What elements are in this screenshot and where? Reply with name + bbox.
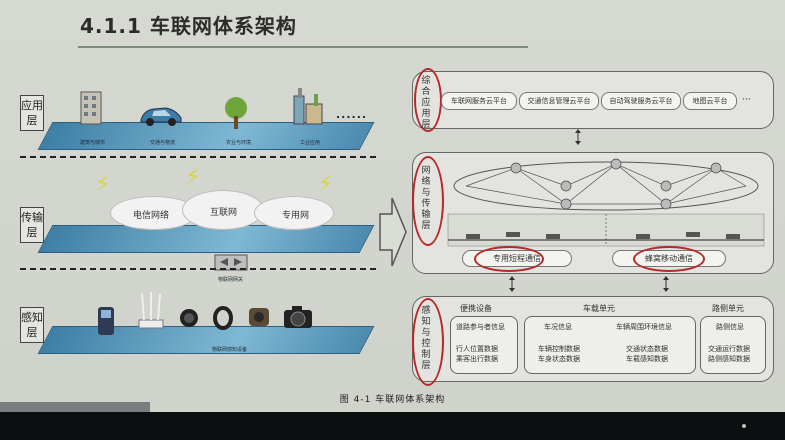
sensing-layer-label: 感知与控制层 bbox=[420, 306, 432, 372]
group-title-obu: 车载单元 bbox=[583, 304, 615, 314]
layer-label-application: 应用层 bbox=[20, 95, 44, 131]
layer-divider-2 bbox=[20, 268, 376, 270]
group-env-sub: 车辆周围环境信息 bbox=[616, 322, 672, 332]
cloud-label-telecom: 电信网络 bbox=[133, 208, 169, 221]
cellular-highlight bbox=[633, 246, 705, 272]
double-arrow-icon bbox=[572, 128, 584, 146]
service-map-cloud: 地图云平台 bbox=[683, 92, 737, 110]
group-vehicle-line2: 车身状态数据 bbox=[538, 354, 580, 364]
service-more: ··· bbox=[742, 95, 751, 105]
group-rsu-sub: 路侧信息 bbox=[716, 322, 744, 332]
smartwatch-icon bbox=[178, 306, 200, 330]
footer-dot bbox=[742, 424, 746, 428]
group-title-portable: 便携设备 bbox=[460, 304, 492, 314]
factory-icon bbox=[290, 86, 326, 126]
cloud-label-private: 专用网 bbox=[282, 208, 309, 221]
pos-terminal-icon bbox=[95, 305, 117, 337]
fitness-band-icon bbox=[212, 306, 234, 330]
group-portable-sub: 道路参与者信息 bbox=[456, 322, 505, 332]
group-vehicle-status-sub: 车况信息 bbox=[544, 322, 572, 332]
group-env-line2: 车载感知数据 bbox=[626, 354, 668, 364]
cloud-label-internet: 互联网 bbox=[210, 205, 237, 218]
lightning-icon: ⚡ bbox=[318, 172, 333, 197]
transport-plate bbox=[38, 225, 375, 253]
double-arrow-icon bbox=[506, 275, 518, 293]
double-arrow-icon bbox=[660, 275, 672, 293]
label-agri-env: 农业与环境 bbox=[226, 139, 251, 146]
title-underline bbox=[78, 46, 528, 48]
lightning-icon: ⚡ bbox=[185, 165, 200, 190]
group-title-rsu: 路侧单元 bbox=[712, 304, 744, 314]
group-portable-line1: 行人位置数据 bbox=[456, 344, 498, 354]
group-portable-line2: 乘客出行数据 bbox=[456, 354, 498, 364]
group-env-line1: 交通状态数据 bbox=[626, 344, 668, 354]
router-icon bbox=[136, 290, 166, 330]
label-building-city: 建筑与城市 bbox=[80, 139, 105, 146]
more-dots: ...... bbox=[336, 108, 367, 121]
layer-label-transport: 传输层 bbox=[20, 207, 44, 243]
camera-icon bbox=[282, 304, 314, 330]
service-traffic-cloud: 交通信息管理云平台 bbox=[519, 92, 599, 110]
label-transport-logistics: 交通与物流 bbox=[150, 139, 175, 146]
sensing-plate bbox=[38, 326, 375, 354]
arrow-right-icon bbox=[378, 196, 408, 272]
dsrc-highlight bbox=[474, 246, 544, 272]
sensor-device-icon bbox=[246, 302, 272, 330]
footer-bar bbox=[0, 412, 785, 440]
group-vehicle-line1: 车辆控制数据 bbox=[538, 344, 580, 354]
app-layer-label: 综合应用层 bbox=[420, 76, 432, 131]
lightning-icon: ⚡ bbox=[95, 172, 110, 197]
network-topology-graphic bbox=[446, 156, 766, 248]
page-title: 4.1.1 车联网体系架构 bbox=[80, 10, 297, 39]
sensing-device-label: 物联网感知设备 bbox=[212, 346, 247, 353]
group-rsu-line2: 路侧感知数据 bbox=[708, 354, 750, 364]
service-vehicle-cloud: 车联网服务云平台 bbox=[441, 92, 517, 110]
group-rsu-line1: 交通运行数据 bbox=[708, 344, 750, 354]
service-autodrive-cloud: 自动驾驶服务云平台 bbox=[601, 92, 681, 110]
tree-icon bbox=[222, 96, 250, 130]
label-industry: 工业应用 bbox=[300, 139, 320, 146]
layer-divider-1 bbox=[20, 156, 376, 158]
gateway-label: 物联网网关 bbox=[218, 276, 243, 283]
building-icon bbox=[78, 88, 104, 126]
network-layer-label: 网络与传输层 bbox=[420, 166, 432, 232]
layer-label-sensing: 感知层 bbox=[20, 307, 44, 343]
car-icon bbox=[138, 100, 184, 128]
